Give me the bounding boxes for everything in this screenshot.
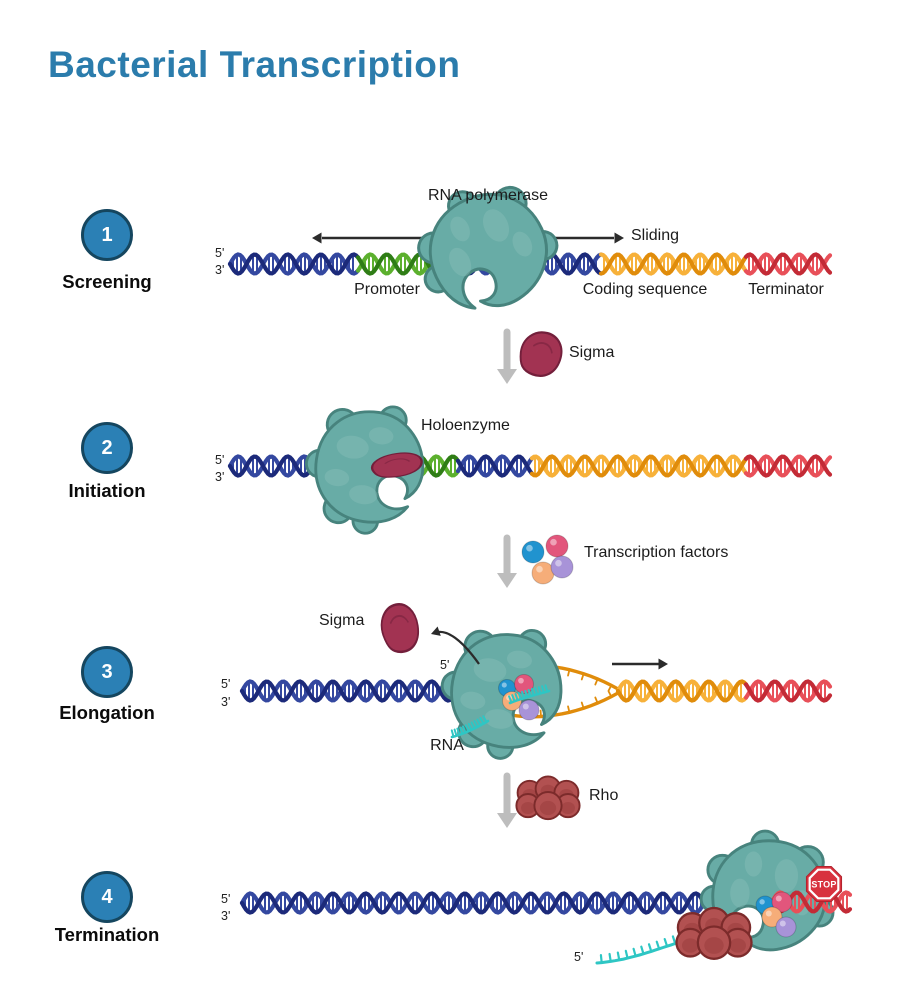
dna-helix-row3-right <box>615 679 833 703</box>
row1-three-prime: 3' <box>215 263 225 277</box>
tf-pink-row3 <box>514 674 534 694</box>
rho-legend-complex <box>515 775 581 821</box>
step-1-label: Screening <box>62 271 152 292</box>
step-4-circle: 4 <box>81 871 133 923</box>
row4-five-prime: 5' <box>221 892 231 906</box>
page-title: Bacterial Transcription <box>48 44 461 85</box>
tf-purple-row4 <box>775 916 797 938</box>
step-3-label: Elongation <box>59 702 155 723</box>
rna-polymerase-row2 <box>304 405 425 535</box>
sigma-row3-blob <box>380 603 420 654</box>
row2-three-prime: 3' <box>215 470 225 484</box>
step-3-circle: 3 <box>81 646 133 698</box>
step-1-number: 1 <box>101 223 113 246</box>
rho-row4-complex <box>675 906 753 960</box>
tf-orange-legend <box>531 561 555 585</box>
stop-sign: STOP <box>805 865 843 903</box>
step-3-number: 3 <box>101 660 113 683</box>
holoenzyme-label: Holoenzyme <box>421 417 510 434</box>
flow-arrow-3 <box>497 772 517 828</box>
sigma-release-label: Sigma <box>319 612 365 629</box>
coding-sequence-label: Coding sequence <box>582 281 708 298</box>
elongation-direction-arrow <box>612 658 668 670</box>
dna-helix-row4-left <box>239 891 731 915</box>
rna-polymerase-row4 <box>699 829 835 952</box>
promoter-label: Promoter <box>354 281 420 298</box>
step-1-circle: 1 <box>81 209 133 261</box>
tf-pink-legend <box>545 534 569 558</box>
flow-arrow-2 <box>497 534 517 588</box>
step-2-label: Initiation <box>68 480 146 501</box>
rna-five-prime-row3: 5' <box>440 658 450 672</box>
sigma-legend-label: Sigma <box>569 344 615 361</box>
sigma-legend-blob <box>519 331 563 377</box>
sliding-label: Sliding <box>631 227 680 244</box>
row3-three-prime: 3' <box>221 695 231 709</box>
step-4-number: 4 <box>101 885 113 908</box>
rna-label: RNA <box>430 737 464 754</box>
step-2-number: 2 <box>101 436 113 459</box>
dna-helix-row3-left <box>239 679 475 703</box>
sigma-release-arrow <box>431 626 480 665</box>
rna-strand-row3-b <box>450 715 490 739</box>
rna-strand-row3-a <box>508 684 551 705</box>
rna-five-prime-row4: 5' <box>574 950 584 964</box>
flow-arrow-1 <box>497 328 517 384</box>
step-4-label: Termination <box>54 924 160 945</box>
row3-five-prime: 5' <box>221 677 231 691</box>
row2-five-prime: 5' <box>215 453 225 467</box>
stop-sign-text: STOP <box>811 880 836 890</box>
sigma-row2-blob <box>370 452 423 478</box>
tf-purple-row3 <box>518 699 540 721</box>
tf-pink-row4 <box>771 891 793 913</box>
step-2-circle: 2 <box>81 422 133 474</box>
rna-polymerase-label: RNA polymerase <box>427 187 549 204</box>
tf-orange-row4 <box>761 906 783 928</box>
row4-three-prime: 3' <box>221 909 231 923</box>
row1-five-prime: 5' <box>215 246 225 260</box>
rna-polymerase-row1 <box>417 185 559 310</box>
rho-label: Rho <box>589 787 619 804</box>
tf-purple-legend <box>550 555 574 579</box>
terminator-label: Terminator <box>748 281 824 298</box>
tf-blue-legend <box>521 540 545 564</box>
transcription-factors-label: Transcription factors <box>584 544 729 561</box>
